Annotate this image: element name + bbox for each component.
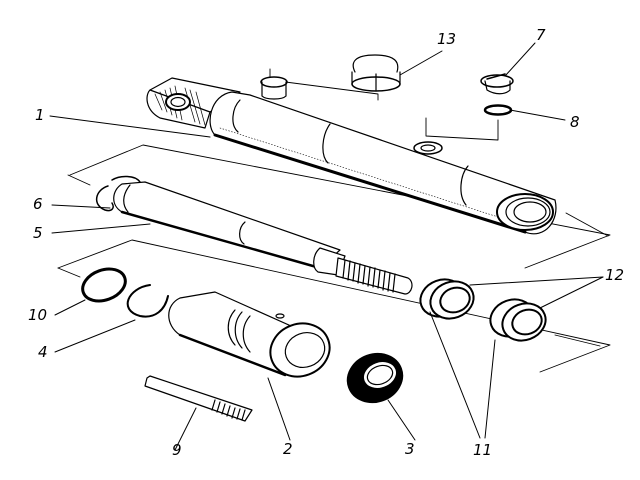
leader-12b bbox=[539, 276, 604, 309]
leader-12a bbox=[469, 276, 604, 286]
part-seal-set-2 bbox=[489, 298, 547, 342]
part-retaining-ring bbox=[126, 284, 169, 318]
part-cylinder-barrel bbox=[146, 76, 557, 235]
leader-10 bbox=[54, 299, 86, 316]
leader-9 bbox=[174, 407, 197, 451]
label-part-13: 13 bbox=[437, 30, 457, 48]
leader-8 bbox=[509, 109, 566, 121]
label-part-2: 2 bbox=[283, 440, 293, 458]
leader-3 bbox=[387, 399, 416, 441]
leader-1 bbox=[49, 115, 211, 138]
leader-2 bbox=[267, 377, 291, 441]
part-sealing-washer bbox=[483, 104, 513, 116]
leader-4 bbox=[54, 319, 136, 353]
part-key bbox=[144, 375, 253, 422]
leader-11a bbox=[429, 311, 481, 439]
label-part-8: 8 bbox=[570, 113, 580, 131]
label-part-1: 1 bbox=[35, 106, 45, 124]
label-part-11: 11 bbox=[473, 441, 493, 459]
part-piston-rod bbox=[113, 181, 413, 295]
leader-lines bbox=[49, 42, 604, 451]
leader-5 bbox=[51, 223, 151, 234]
leader-13 bbox=[399, 50, 443, 76]
leader-7 bbox=[504, 42, 536, 77]
part-plug bbox=[480, 73, 514, 95]
label-part-5: 5 bbox=[33, 224, 43, 242]
label-part-12: 12 bbox=[605, 266, 625, 284]
leader-11b bbox=[484, 339, 496, 439]
leader-6 bbox=[51, 204, 111, 209]
label-part-10: 10 bbox=[28, 306, 48, 324]
part-o-ring bbox=[81, 267, 127, 303]
part-seal-set-1 bbox=[419, 278, 475, 320]
part-rod-retaining-ring bbox=[96, 175, 141, 212]
part-cap bbox=[351, 54, 401, 92]
guide-lines bbox=[57, 68, 611, 373]
part-wiper-seal bbox=[346, 352, 404, 404]
label-part-3: 3 bbox=[405, 440, 415, 458]
label-part-9: 9 bbox=[172, 441, 182, 459]
label-part-6: 6 bbox=[33, 195, 43, 213]
part-gland bbox=[168, 291, 331, 378]
label-part-7: 7 bbox=[536, 26, 546, 44]
label-part-4: 4 bbox=[38, 343, 48, 361]
